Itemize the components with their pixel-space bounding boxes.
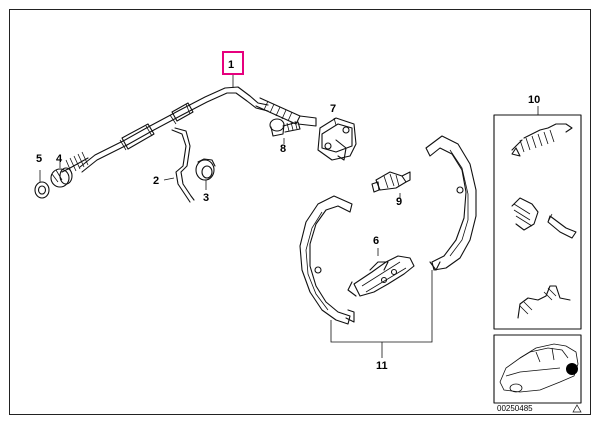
grommet[interactable] — [195, 158, 216, 181]
callout-7[interactable]: 7 — [330, 103, 336, 115]
brake-shoe-left[interactable] — [299, 195, 355, 325]
adjuster[interactable] — [371, 171, 411, 193]
callout-3[interactable]: 3 — [203, 192, 209, 204]
adjusting-nut[interactable] — [50, 167, 73, 188]
callout-1[interactable]: 1 — [228, 59, 234, 71]
callout-5[interactable]: 5 — [36, 153, 42, 165]
callout-9[interactable]: 9 — [396, 196, 402, 208]
callout-6[interactable]: 6 — [373, 235, 379, 247]
springs-kit[interactable] — [511, 123, 577, 319]
springs-kit-box — [493, 114, 582, 330]
callout-11[interactable]: 11 — [376, 360, 388, 372]
callout-4[interactable]: 4 — [56, 153, 63, 165]
callout-2[interactable]: 2 — [153, 175, 159, 187]
expander-bracket[interactable] — [317, 117, 357, 161]
lock-nut[interactable] — [34, 181, 50, 199]
callout-8[interactable]: 8 — [280, 143, 286, 155]
warning-triangle-icon — [572, 404, 582, 413]
diagram-code: 00250485 — [497, 404, 533, 413]
vehicle-thumbnail[interactable] — [499, 343, 579, 393]
callout-10[interactable]: 10 — [528, 94, 540, 106]
brake-cable[interactable] — [61, 86, 317, 175]
brake-shoe-right[interactable] — [425, 135, 477, 271]
vehicle-thumbnail-frame — [493, 334, 582, 404]
holder-clip[interactable] — [171, 127, 195, 203]
expander-lever[interactable] — [347, 255, 415, 297]
bolt[interactable] — [269, 118, 301, 137]
highlight-box — [222, 51, 244, 75]
leader-lines — [39, 75, 539, 358]
diagram-frame — [9, 9, 591, 415]
location-marker — [566, 363, 578, 375]
